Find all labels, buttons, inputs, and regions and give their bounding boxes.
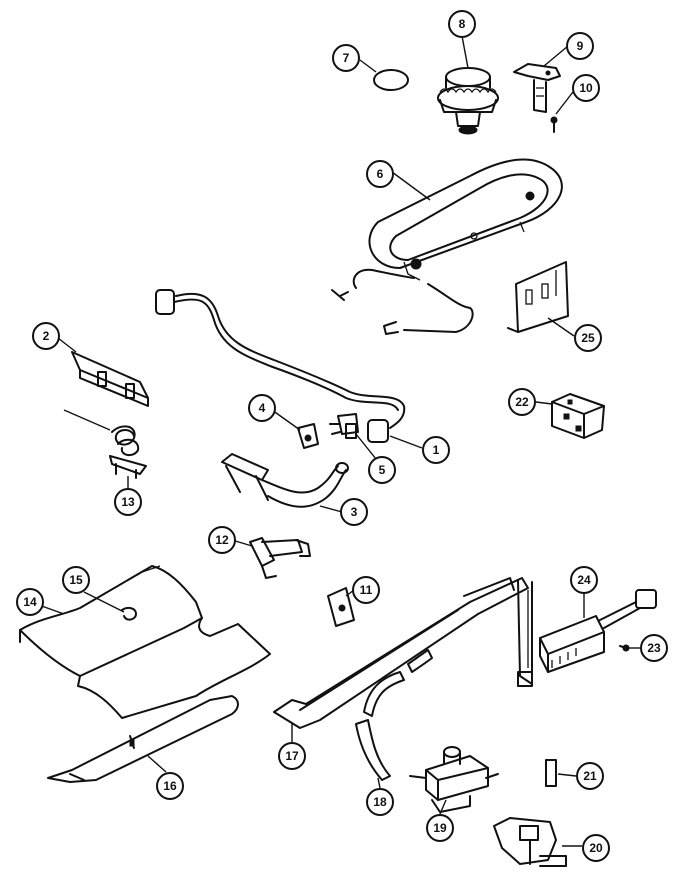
svg-text:17: 17: [285, 749, 299, 763]
callout-18: 18: [366, 788, 394, 816]
svg-text:23: 23: [647, 641, 661, 655]
part-16-spreader: [47, 695, 239, 783]
part-6-burner-pan: [331, 158, 563, 335]
callout-12: 12: [208, 526, 236, 554]
callout-21: 21: [576, 762, 604, 790]
part-14-liner: [19, 565, 271, 719]
svg-text:6: 6: [377, 167, 384, 181]
svg-text:5: 5: [379, 463, 386, 477]
svg-text:21: 21: [583, 769, 597, 783]
part-24-harness: [539, 589, 657, 673]
callout-16: 16: [156, 772, 184, 800]
callout-11: 11: [352, 576, 380, 604]
callout-22: 22: [508, 388, 536, 416]
svg-text:18: 18: [373, 795, 387, 809]
part-20-valve: [493, 817, 567, 867]
svg-text:22: 22: [515, 395, 529, 409]
callout-9: 9: [566, 32, 594, 60]
part-3-burner-tube: [221, 453, 349, 508]
callout-17: 17: [278, 742, 306, 770]
part-7-o-ring: [373, 69, 409, 91]
svg-text:10: 10: [579, 81, 593, 95]
part-23-screw: [619, 644, 630, 652]
part-15-clip: [121, 606, 137, 621]
svg-text:7: 7: [343, 51, 350, 65]
part-12-valve-bracket: [249, 537, 311, 579]
part-13-spring-clip: [63, 409, 147, 479]
callout-8: 8: [448, 10, 476, 38]
svg-text:12: 12: [215, 533, 229, 547]
callout-4: 4: [248, 394, 276, 422]
part-1-gas-tube: [155, 289, 406, 443]
svg-text:9: 9: [577, 39, 584, 53]
leader-lines: [35, 35, 640, 847]
svg-text:2: 2: [43, 329, 50, 343]
callout-14: 14: [16, 588, 44, 616]
part-5-orifice-holder: [329, 413, 359, 439]
part-22-relay: [551, 393, 605, 439]
svg-text:3: 3: [351, 505, 358, 519]
callout-20: 20: [582, 834, 610, 862]
svg-text:11: 11: [360, 583, 373, 597]
callout-25: 25: [574, 324, 602, 352]
part-9-igniter-bracket: [513, 63, 561, 113]
callout-24: 24: [570, 566, 598, 594]
svg-text:20: 20: [589, 841, 603, 855]
part-4-clip: [297, 423, 319, 449]
callout-13: 13: [114, 488, 142, 516]
svg-text:24: 24: [577, 573, 591, 587]
part-2-bracket: [71, 351, 149, 407]
svg-text:19: 19: [433, 821, 447, 835]
svg-text:16: 16: [163, 779, 177, 793]
callout-1: 1: [422, 436, 450, 464]
part-8-burner: [437, 67, 499, 135]
callout-6: 6: [366, 160, 394, 188]
callout-15: 15: [62, 566, 90, 594]
callout-10: 10: [572, 74, 600, 102]
part-10-screw: [550, 116, 558, 133]
callout-3: 3: [340, 498, 368, 526]
part-21-bulb: [545, 759, 557, 787]
svg-text:14: 14: [23, 595, 37, 609]
part-19-regulator: [409, 746, 499, 813]
callout-5: 5: [368, 456, 396, 484]
part-18-tube: [355, 649, 433, 781]
svg-text:13: 13: [121, 495, 135, 509]
callout-23: 23: [640, 634, 668, 662]
svg-text:4: 4: [259, 401, 266, 415]
callout-2: 2: [32, 322, 60, 350]
svg-text:25: 25: [581, 331, 595, 345]
callout-19: 19: [426, 814, 454, 842]
callout-7: 7: [332, 44, 360, 72]
part-11-clip: [327, 587, 355, 627]
part-17-manifold: [273, 577, 533, 729]
svg-text:15: 15: [69, 573, 83, 587]
svg-text:8: 8: [459, 17, 466, 31]
svg-text:1: 1: [433, 443, 440, 457]
part-25-bracket-plate: [507, 261, 569, 333]
